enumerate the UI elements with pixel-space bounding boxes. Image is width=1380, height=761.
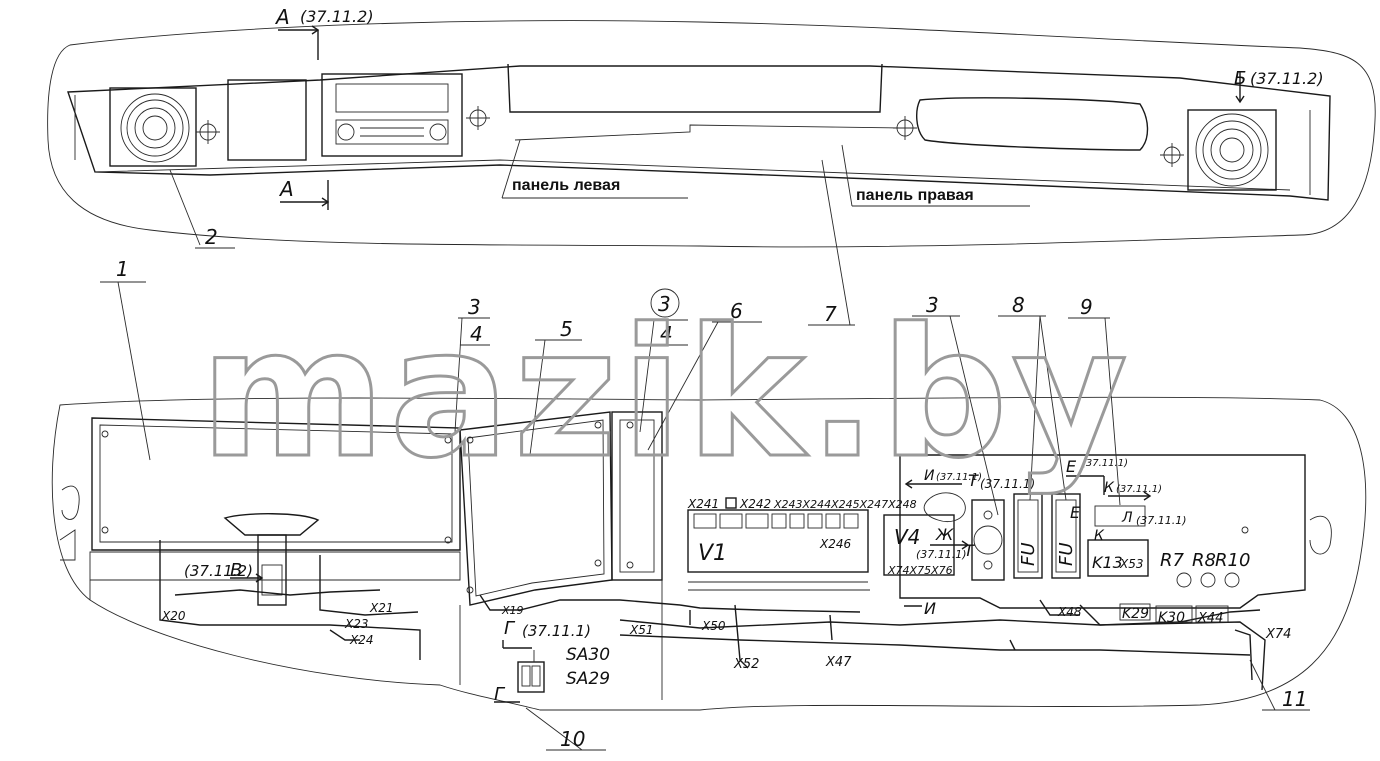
panel-6 [611, 411, 663, 581]
callout-4-center: 4 [660, 322, 673, 346]
callout-3-center: 3 [658, 292, 671, 316]
bottom-view: V1 X241 X242 X243X244X245X247X248 X246 V… [51, 159, 1367, 751]
callout-3-circled [650, 288, 680, 318]
relay-k13 [1087, 539, 1149, 577]
sa29-label: SA29 [566, 669, 610, 689]
fuse-box-1 [1013, 493, 1043, 579]
r10-label: R10 [1215, 550, 1250, 571]
section-g2: Г [494, 684, 506, 705]
callout-6: 6 [730, 299, 743, 323]
section-e2: Е [1070, 503, 1081, 522]
right-speaker [1187, 109, 1277, 191]
relay-block [899, 454, 1306, 609]
r8-label: R8 [1192, 550, 1216, 571]
section-i2: И [924, 599, 936, 618]
callout-10: 10 [560, 727, 585, 751]
section-zh-ref: (37.11.1) [916, 548, 967, 561]
callout-3-left: 3 [468, 295, 481, 319]
section-e: Е [1066, 457, 1077, 476]
sa30-label: SA30 [566, 645, 610, 665]
x20-label: X20 [161, 609, 186, 623]
section-i: И [924, 468, 935, 484]
x74-76-label: X74X75X76 [887, 564, 953, 577]
k30-label: K30 [1158, 610, 1185, 626]
fu1-label: FU [1018, 542, 1039, 566]
k29-label: K29 [1122, 606, 1149, 622]
x52-label: X52 [733, 657, 759, 672]
x24-label: X24 [349, 633, 374, 647]
callout-7: 7 [824, 302, 837, 326]
left-display [227, 79, 307, 161]
callout-9: 9 [1080, 295, 1093, 319]
section-k2: К [1094, 528, 1105, 544]
fuse-box-2 [1051, 493, 1081, 579]
section-k-ref: (37.11.1) [1116, 484, 1162, 495]
view-a-label: А [274, 5, 290, 29]
x19-label: X19 [501, 604, 524, 617]
x23-label: X23 [344, 617, 369, 631]
callout-8: 8 [1012, 293, 1025, 317]
view-b-ref: (37.11.2) [1250, 69, 1324, 88]
fu2-label: FU [1056, 542, 1077, 566]
watermark: mazik.by [200, 290, 1132, 497]
view-a-ref: (37.11.2) [300, 7, 374, 26]
section-t2: Т [964, 541, 975, 560]
callout-3-right: 3 [926, 293, 939, 317]
left-panel-1 [91, 417, 461, 551]
section-g-ref: (37.11.1) [522, 622, 591, 640]
panel-right-label: панель правая [856, 187, 974, 204]
x51-label: X51 [629, 623, 654, 637]
x241-label: X241 [687, 497, 719, 511]
x53-label: X53 [1119, 557, 1144, 571]
x21-label: X21 [369, 601, 394, 615]
view-b-label: Б [1234, 68, 1246, 89]
callout-1: 1 [116, 257, 129, 281]
mount-crosshair [196, 106, 1184, 167]
v4-label: V4 [894, 525, 920, 549]
x242-label: X242 [739, 497, 771, 511]
x74-label: X74 [1265, 627, 1291, 642]
x47-label: X47 [825, 655, 852, 670]
section-l: Л [1121, 510, 1133, 526]
section-v: В [230, 560, 242, 581]
k13-label: K13 [1092, 553, 1123, 572]
callout-2: 2 [205, 225, 218, 249]
x50-label: X50 [701, 619, 726, 633]
view-a-label-2: А [278, 177, 294, 201]
callout-leaders [100, 159, 1310, 751]
panel-left-label: панель левая [512, 177, 620, 194]
switch-sa30-sa29 [517, 661, 545, 693]
section-zh: Ж [935, 525, 954, 544]
section-e-ref: (37.11.1) [1082, 458, 1128, 469]
x44-label: X44 [1197, 611, 1223, 626]
section-g: Г [504, 618, 516, 639]
top-view: А (37.11.2) А Б (37.11.2) панель левая п… [47, 5, 1376, 249]
radio-unit [321, 73, 463, 157]
section-t-ref: (37.11.1) [980, 477, 1035, 491]
callout-5: 5 [560, 317, 573, 341]
section-l-ref: (37.11.1) [1136, 514, 1187, 527]
v1-connectors [693, 513, 859, 529]
left-speaker [109, 87, 197, 167]
section-t: Т [968, 471, 979, 490]
callout-4-left: 4 [470, 322, 483, 346]
v1-label: V1 [698, 541, 727, 566]
x48-label: X48 [1057, 605, 1082, 619]
callout-11: 11 [1282, 687, 1307, 711]
screw-points [101, 421, 1249, 594]
section-i-ref: (37.11.1) [936, 472, 982, 483]
section-k: К [1104, 480, 1115, 496]
junction-t [971, 499, 1005, 581]
r7-label: R7 [1160, 550, 1185, 571]
steering-bracket [223, 513, 320, 536]
center-panel-5 [459, 411, 613, 606]
x243-248-label: X243X244X245X247X248 [773, 498, 917, 511]
module-v1 [687, 509, 869, 573]
section-v-ref: (37.11.2) [184, 562, 253, 580]
x246-label: X246 [819, 537, 851, 551]
